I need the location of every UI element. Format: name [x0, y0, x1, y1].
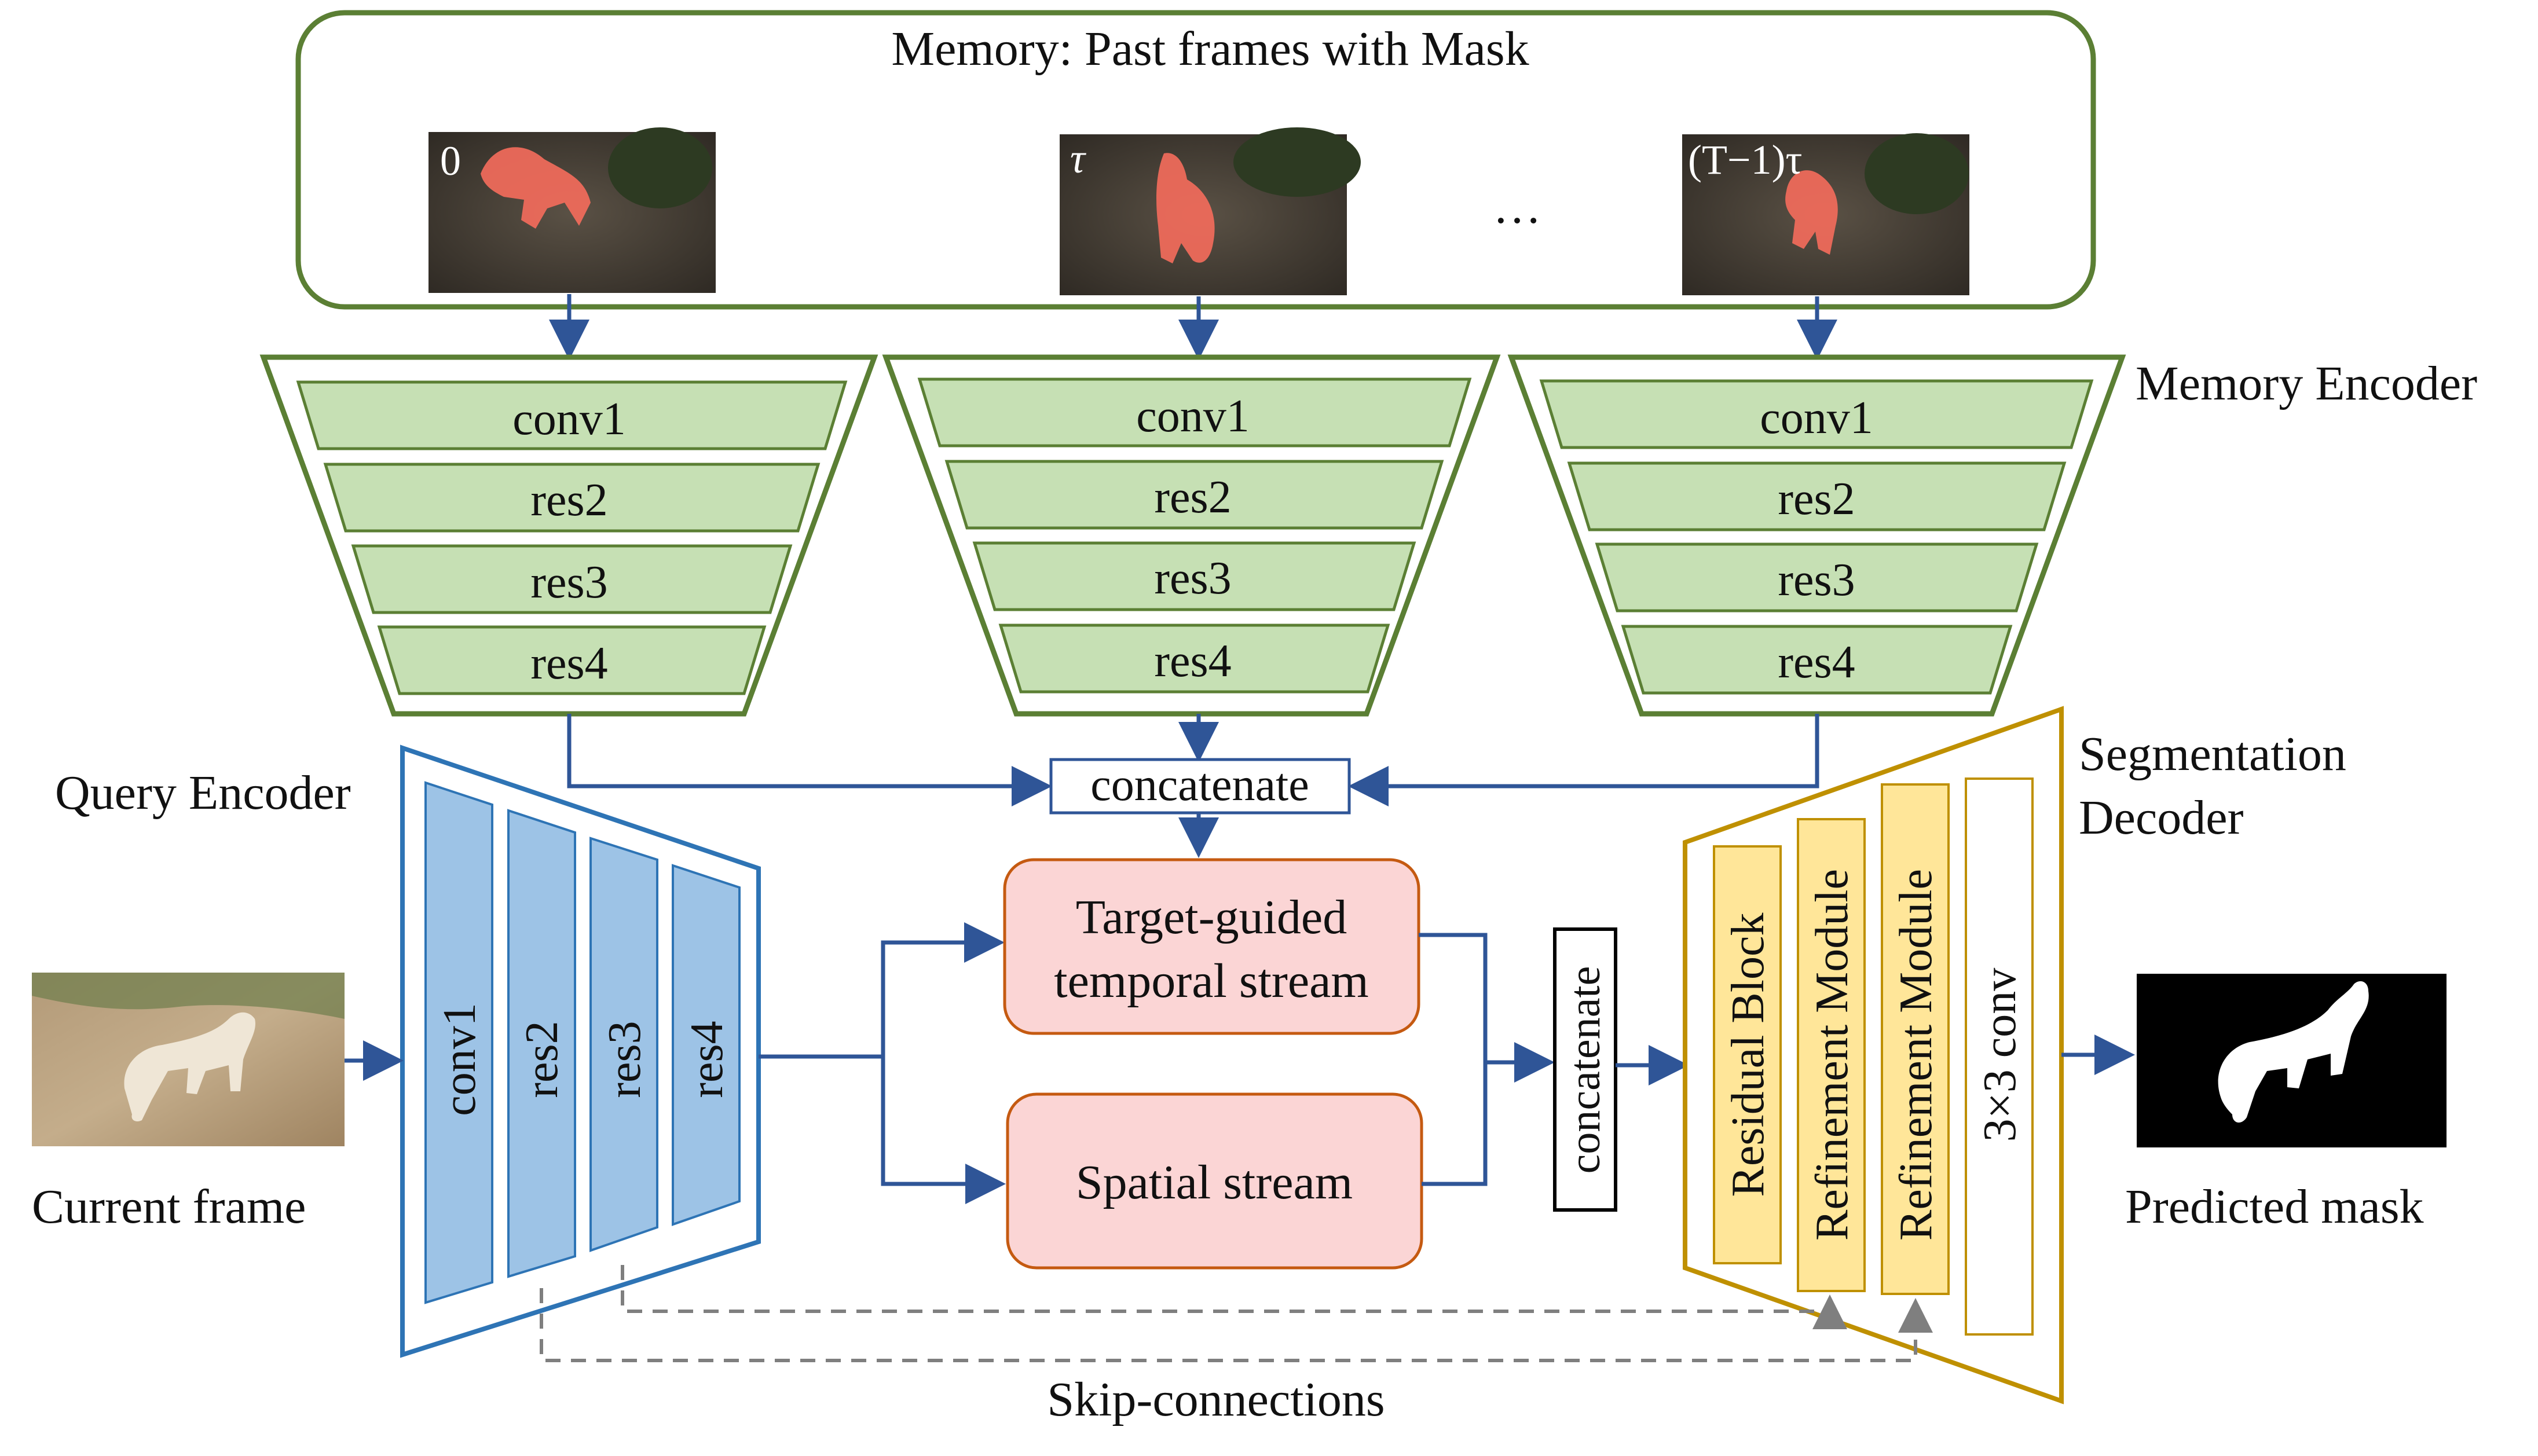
memory-encoder-label: Memory Encoder [2136, 357, 2477, 410]
query-encoder-res2 [507, 809, 576, 1278]
svg-text:temporal stream: temporal stream [1054, 954, 1368, 1008]
query-encoder-res3 [589, 837, 658, 1252]
memory-title: Memory: Past frames with Mask [891, 22, 1529, 76]
svg-text:Residual Block: Residual Block [1723, 912, 1774, 1197]
query-to-streams-arrows [759, 922, 1006, 1204]
svg-text:conv1: conv1 [434, 1003, 485, 1116]
memory-to-concat-arrows [567, 714, 1819, 806]
svg-text:res2: res2 [530, 475, 607, 526]
memory-encoder-0: conv1 res2 res3 res4 [259, 354, 878, 717]
svg-text:res2: res2 [1154, 472, 1231, 523]
concatenate-streams: concatenate [1553, 927, 1617, 1212]
svg-text:Refinement Module: Refinement Module [1807, 869, 1858, 1241]
memory-encoder-0-res3 [351, 544, 793, 614]
svg-text:res4: res4 [1778, 637, 1855, 688]
svg-text:Refinement Module: Refinement Module [1891, 869, 1942, 1241]
query-encoder-conv1 [424, 781, 493, 1304]
decoder-refinement-module-2 [1881, 783, 1950, 1295]
query-encoder: conv1 res2 res3 res4 [400, 744, 761, 1358]
svg-text:res3: res3 [1154, 553, 1231, 604]
svg-text:conv1: conv1 [1136, 391, 1250, 442]
svg-text:res2: res2 [1778, 474, 1855, 525]
svg-text:conv1: conv1 [1760, 393, 1873, 443]
memory-ellipsis: … [1493, 180, 1541, 234]
svg-text:res4: res4 [1154, 636, 1231, 687]
skip-connections [540, 1265, 1933, 1362]
svg-text:conv1: conv1 [512, 394, 626, 445]
current-frame-label: Current frame [32, 1180, 306, 1234]
memory-encoder-2-res2 [1567, 461, 2067, 531]
memory-encoder-1-res4 [998, 624, 1390, 694]
frame-label-tau: τ [1070, 135, 1086, 182]
memory-encoder-0-res4 [377, 625, 767, 695]
memory-encoder-1-conv1 [917, 377, 1472, 448]
svg-text:Target-guided: Target-guided [1076, 890, 1347, 944]
current-frame-image [32, 973, 345, 1146]
concatenate-memory: concatenate [1049, 758, 1351, 815]
dog-figure [124, 1012, 255, 1121]
temporal-stream: Target-guided temporal stream [1003, 858, 1420, 1035]
svg-text:3×3 conv: 3×3 conv [1975, 968, 2026, 1142]
query-encoder-res4 [672, 864, 741, 1226]
svg-text:res3: res3 [1778, 555, 1855, 606]
memory-encoder-2-res3 [1595, 542, 2039, 613]
dog-mask-overlay [1156, 153, 1215, 263]
decoder-label-line2: Decoder [2079, 791, 2244, 845]
svg-text:res3: res3 [599, 1021, 650, 1098]
frame-to-encoder-arrows [549, 294, 1837, 360]
spatial-stream: Spatial stream [1006, 1092, 1423, 1270]
streams-to-concat-arrows [1419, 933, 1555, 1186]
predicted-mask-image [2137, 974, 2447, 1147]
memory-encoder-2-conv1 [1539, 379, 2094, 449]
memory-frame-tau: τ [1060, 127, 1361, 295]
skip-connections-label: Skip-connections [1047, 1373, 1385, 1426]
memory-frame-last: (T−1)τ [1682, 133, 1969, 295]
frame-label-0: 0 [440, 138, 461, 184]
decoder-conv3x3 [1965, 777, 2034, 1336]
svg-text:Spatial stream: Spatial stream [1076, 1156, 1353, 1209]
svg-text:res2: res2 [517, 1021, 567, 1098]
svg-text:concatenate: concatenate [1561, 966, 1609, 1174]
memory-encoder-1-res3 [972, 541, 1416, 611]
memory-box: Memory: Past frames with Mask 0 τ … (T−1… [295, 10, 2096, 310]
memory-encoder-2: conv1 res2 res3 res4 [1507, 354, 2126, 717]
dog-mask-overlay [1785, 170, 1838, 255]
memory-encoder-0-res2 [323, 463, 821, 533]
segmentation-decoder: Residual Block Refinement Module Refinem… [1683, 706, 2064, 1404]
memory-encoder-1: conv1 res2 res3 res4 [882, 354, 1501, 717]
memory-encoder-1-res2 [944, 460, 1444, 530]
decoder-label-line1: Segmentation [2079, 727, 2346, 781]
predicted-mask-label: Predicted mask [2125, 1180, 2424, 1234]
memory-frame-0: 0 [429, 127, 716, 293]
memory-encoder-2-res4 [1621, 625, 2013, 695]
svg-text:res4: res4 [530, 638, 607, 689]
memory-encoder-0-conv1 [296, 380, 848, 450]
svg-text:res4: res4 [682, 1021, 733, 1098]
frame-label-last: (T−1)τ [1688, 137, 1802, 183]
decoder-residual-block [1713, 845, 1782, 1264]
svg-text:res3: res3 [530, 557, 607, 608]
svg-text:concatenate: concatenate [1090, 760, 1309, 810]
decoder-refinement-module-1 [1797, 818, 1866, 1292]
dog-mask-overlay [481, 147, 591, 229]
query-encoder-label: Query Encoder [55, 766, 351, 820]
